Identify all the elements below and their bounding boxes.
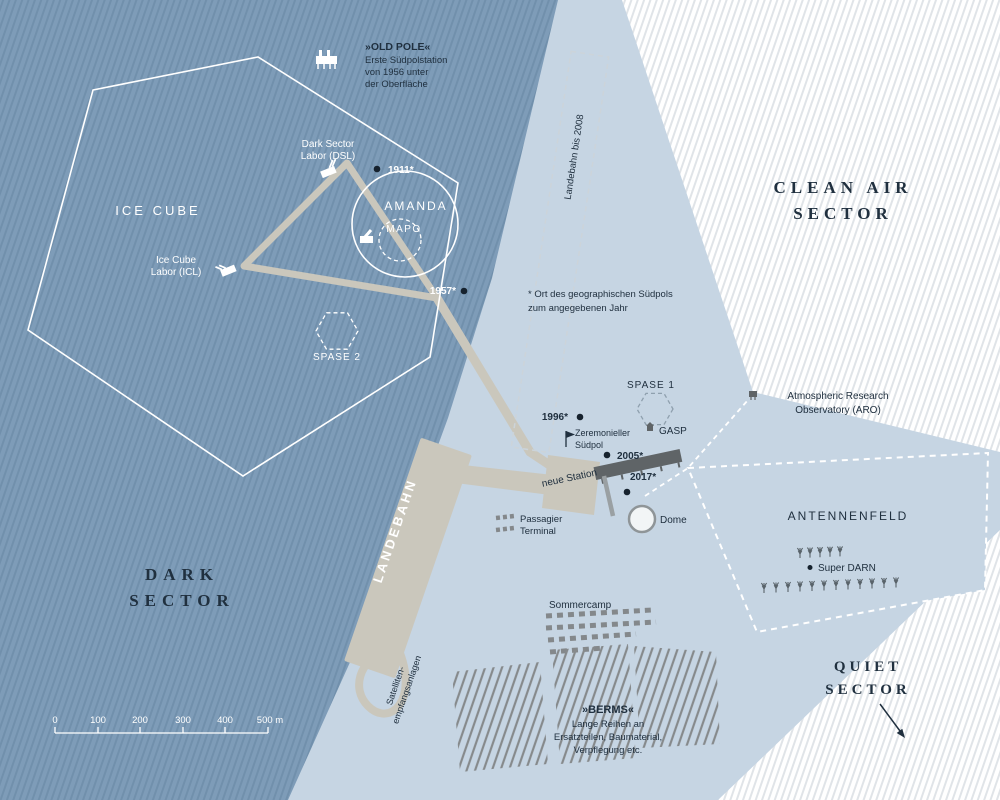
label-1911: 1911* [388,165,414,176]
berms-field [452,644,720,772]
dsl-building-icon [320,158,337,179]
clean-air-sector-region [622,0,1000,452]
label-dark-2: SECTOR [129,591,235,610]
pole-marker-1911 [373,165,381,173]
dark-sector-road-loop [240,159,441,302]
label-ceremonial-2: Südpol [575,440,603,450]
label-2017: 2017* [630,472,656,483]
spase2-hexagon [315,312,359,350]
amanda-circle [351,170,459,278]
label-dsl-1: Dark Sector [302,139,355,150]
label-berms-2: Ersatzteilen, Baumaterial, [554,732,662,743]
super-darn-marker [807,565,813,570]
label-dark-1: DARK [145,565,219,584]
dome-building [627,504,657,534]
label-dsl-2: Labor (DSL) [301,151,355,162]
label-old-pole-3: der Oberfläche [365,79,428,90]
scale-bar: 0 100 200 300 400 500 m [52,715,283,734]
scale-tick-3: 300 [175,715,191,726]
pole-marker-2005 [603,451,611,459]
label-berms-1: Lange Reihen an [572,719,644,730]
old-runway-outline [510,50,610,454]
label-spase2: SPASE 2 [313,352,361,363]
label-pole-note-2: zum angegebenen Jahr [528,303,628,314]
label-ceremonial-1: Zeremonieller [575,428,630,438]
scale-tick-5: 500 m [257,715,283,726]
label-passenger-2: Terminal [520,526,556,537]
label-clean-air-2: SECTOR [793,204,893,223]
label-ice-cube: ICE CUBE [115,203,200,218]
label-clean-air-1: CLEAN AIR [774,178,913,197]
pole-marker-2017 [623,488,631,496]
dashed-path-to-aro [644,399,749,497]
station-walkway [601,475,616,517]
old-pole-station-icon [316,50,337,69]
mapo-circle [378,218,422,262]
label-passenger-1: Passagier [520,514,562,525]
label-mapo: MAPO [386,224,421,235]
label-dome: Dome [660,515,687,526]
runway-loop-road [355,644,410,718]
label-icl-1: Ice Cube [156,255,196,266]
station-apron [542,455,600,515]
label-berms-3: Verpflegung etc. [574,745,643,756]
taxiway [432,462,562,496]
ceremonial-pole-flag-icon [565,431,575,447]
label-spase1: SPASE 1 [627,380,675,391]
label-super-darn: Super DARN [818,563,876,574]
label-old-pole-title: »OLD POLE« [365,41,431,53]
scale-tick-0: 0 [52,715,57,726]
label-berms-title: »BERMS« [582,704,634,716]
label-quiet-2: SECTOR [825,682,910,698]
scale-tick-2: 200 [132,715,148,726]
scale-tick-4: 400 [217,715,233,726]
scale-bar-line [54,727,269,734]
label-amanda: AMANDA [384,199,447,213]
label-old-pole-2: von 1956 unter [365,67,428,78]
ice-cube-boundary [27,56,459,477]
aro-building-icon [749,391,757,400]
station-building [593,449,683,484]
pole-marker-1996 [576,413,584,421]
label-1957: 1957* [430,286,456,297]
icl-building-icon [215,264,237,277]
mapo-building-icon [360,229,373,243]
pole-marker-1957 [460,287,468,295]
dark-sector-region [0,0,558,800]
label-summer-camp: Sommercamp [549,600,612,611]
label-2005: 2005* [617,451,643,462]
scale-tick-1: 100 [90,715,106,726]
label-antenna-field: ANTENNENFELD [788,509,909,523]
label-pole-note-1: * Ort des geographischen Südpols [528,289,673,300]
label-aro-2: Observatory (ARO) [795,405,881,416]
runway [344,438,472,678]
label-gasp: GASP [659,426,687,437]
gasp-building [646,422,654,431]
quiet-sector-arrow [879,703,905,738]
label-icl-2: Labor (ICL) [151,267,202,278]
terminal-rows [495,513,515,533]
label-old-pole-1: Erste Südpolstation [365,55,447,66]
label-aro-1: Atmospheric Research [787,391,888,402]
label-quiet-1: QUIET [834,659,902,675]
label-1996: 1996* [542,412,568,423]
